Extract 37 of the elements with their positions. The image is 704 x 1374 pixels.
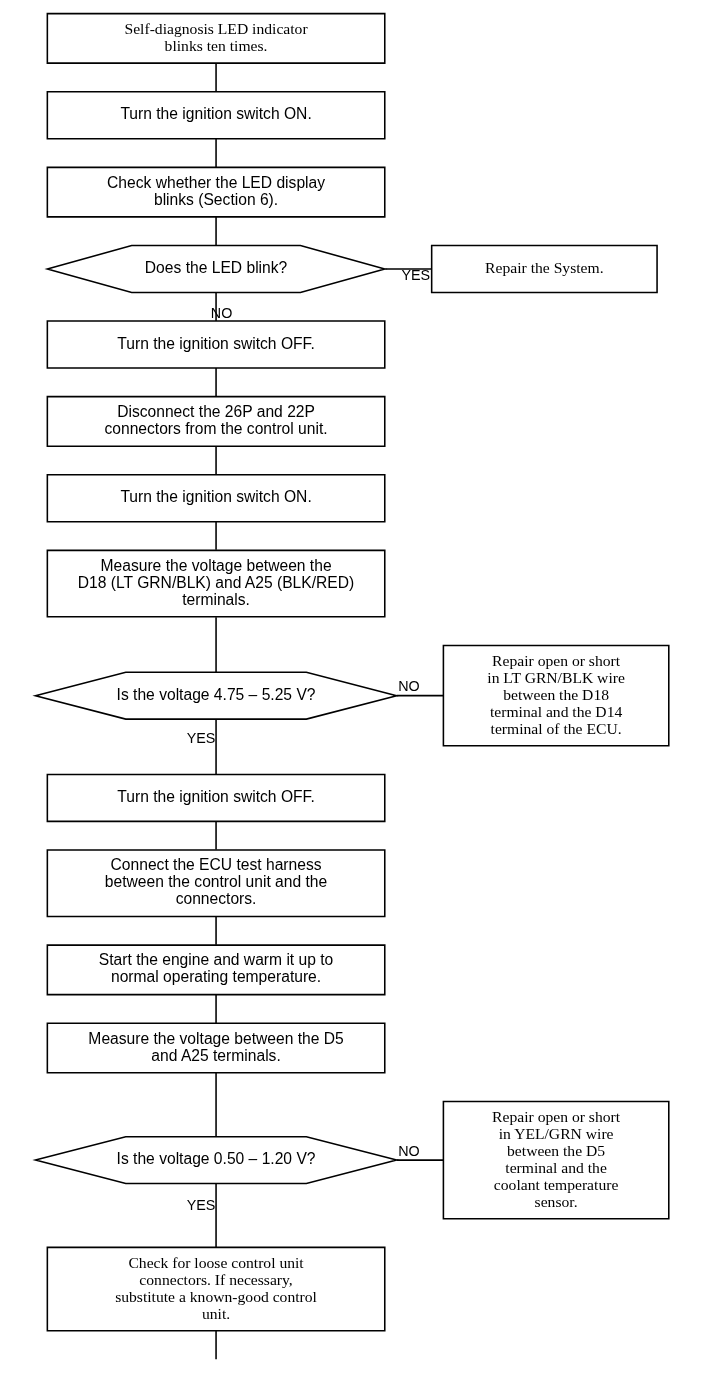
node-box: Turn the ignition switch ON. [46,474,386,523]
connector [395,694,445,697]
connector [395,1159,445,1161]
node-box: Check for loose control unit connectors. If necessary, substitute a known-good control unit. [46,1246,386,1332]
node-box: Turn the ignition switch ON. [46,91,386,140]
connector [215,367,217,398]
node-box: Check whether the LED display blinks (Section 6). [46,166,386,218]
edge-label: YES [186,1197,216,1214]
node-box: Turn the ignition switch OFF. [46,773,386,823]
node-box: Start the engine and warm it up to normal operating temperature. [46,944,386,996]
edge-label: NO [398,678,420,695]
connector [215,62,217,93]
edge-label: YES [401,267,431,284]
node-box: Turn the ignition switch OFF. [46,320,386,369]
node-box: Self-diagnosis LED indicator blinks ten times. [46,12,386,64]
connector [215,916,217,946]
connector [215,718,217,776]
node-box: Repair open or short in YEL/GRN wire between the D5 terminal and the coolant temperature sensor. [442,1100,670,1220]
node-box: Repair open or short in LT GRN/BLK wire between the D18 terminal and the D14 terminal of the ECU. [442,644,670,747]
connector [215,616,217,673]
node-box: Repair the System. [430,244,658,294]
connector [215,1072,217,1138]
node-box: Measure the voltage between the D18 (LT GRN/BLK) and A25 (BLK/RED) terminals. [46,549,386,618]
connector [215,820,217,851]
connector [384,268,433,270]
connector [215,1183,217,1248]
connector [215,1330,217,1361]
node-box: Connect the ECU test harness between the control unit and the connectors. [46,849,386,918]
node-box: Measure the voltage between the D5 and A25 terminals. [46,1022,386,1074]
connector [215,216,217,246]
edge-label: YES [186,729,216,746]
edge-label: NO [398,1142,420,1159]
connector [215,138,217,168]
connector [215,993,217,1024]
connector [215,445,217,476]
node-box: Disconnect the 26P and 22P connectors from the control unit. [46,395,386,447]
connector [215,520,217,551]
